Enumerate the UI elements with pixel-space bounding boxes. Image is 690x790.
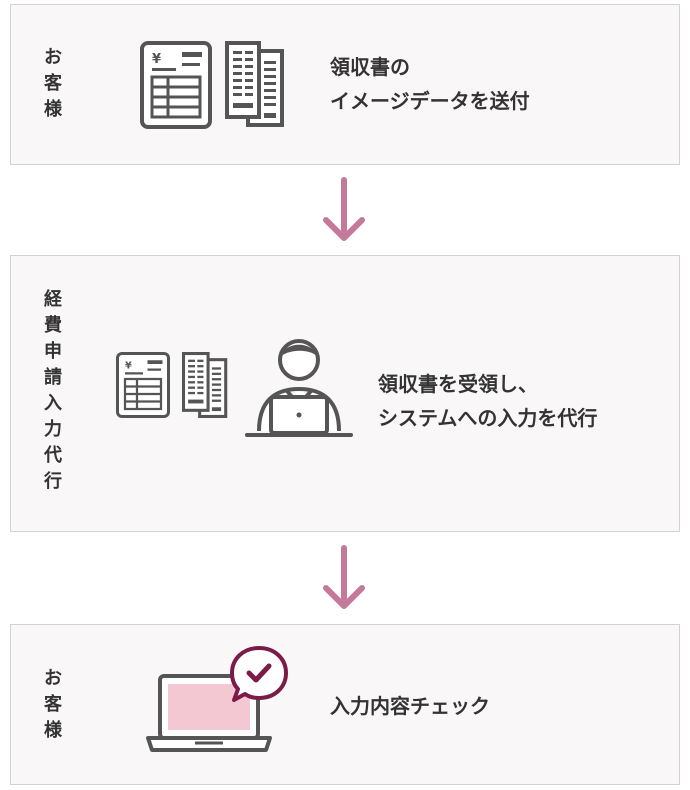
down-arrow-icon	[323, 545, 365, 609]
person-at-laptop-icon	[245, 339, 353, 437]
svg-text:¥: ¥	[125, 361, 132, 372]
svg-text:¥: ¥	[152, 52, 161, 67]
step-3-actor-label: お 客 様	[44, 668, 62, 741]
step-2-actor-label: 経 費 申 請 入 力 代 行	[44, 289, 62, 492]
step-1-box	[10, 4, 680, 165]
invoice-document-icon: ¥	[116, 352, 170, 418]
step-3-description: 入力内容チェック	[330, 694, 490, 718]
laptop-icon	[146, 674, 272, 752]
step-3-box	[10, 624, 680, 785]
invoice-document-icon: ¥	[140, 41, 212, 129]
receipt-stack-icon	[225, 41, 284, 127]
down-arrow-icon	[323, 177, 365, 241]
receipt-stack-icon	[181, 352, 228, 418]
step-1-description: 領収書の イメージデータを送付	[330, 55, 530, 113]
step-2-description: 領収書を受領し、 システムへの入力を代行	[378, 372, 598, 430]
checkmark-badge-icon	[230, 646, 288, 702]
step-1-actor-label: お 客 様	[44, 47, 62, 120]
